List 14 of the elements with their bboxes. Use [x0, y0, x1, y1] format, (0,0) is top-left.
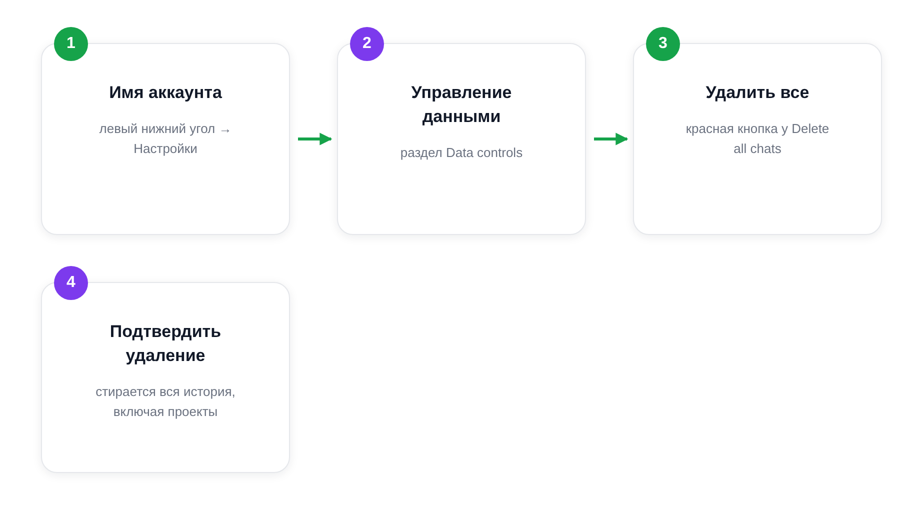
step-number-badge: 3: [646, 27, 680, 61]
step-title: Имя аккаунта: [109, 82, 222, 104]
step-number-badge: 1: [54, 27, 88, 61]
step-number-badge: 2: [350, 27, 384, 61]
arrow: [298, 132, 332, 146]
step-title: Подтвердить удаление: [108, 321, 222, 367]
step-number-badge: 4: [54, 266, 88, 300]
step-title: Управление данными: [410, 82, 513, 128]
step-description: красная кнопка у Delete all chats: [684, 120, 830, 158]
step-description: стирается вся история, включая проекты: [94, 383, 236, 421]
step-title: Удалить все: [706, 82, 810, 104]
arrow: [594, 132, 628, 146]
step-description: левый нижний угол → Настройки: [98, 120, 233, 158]
step-description: раздел Data controls: [400, 144, 523, 162]
